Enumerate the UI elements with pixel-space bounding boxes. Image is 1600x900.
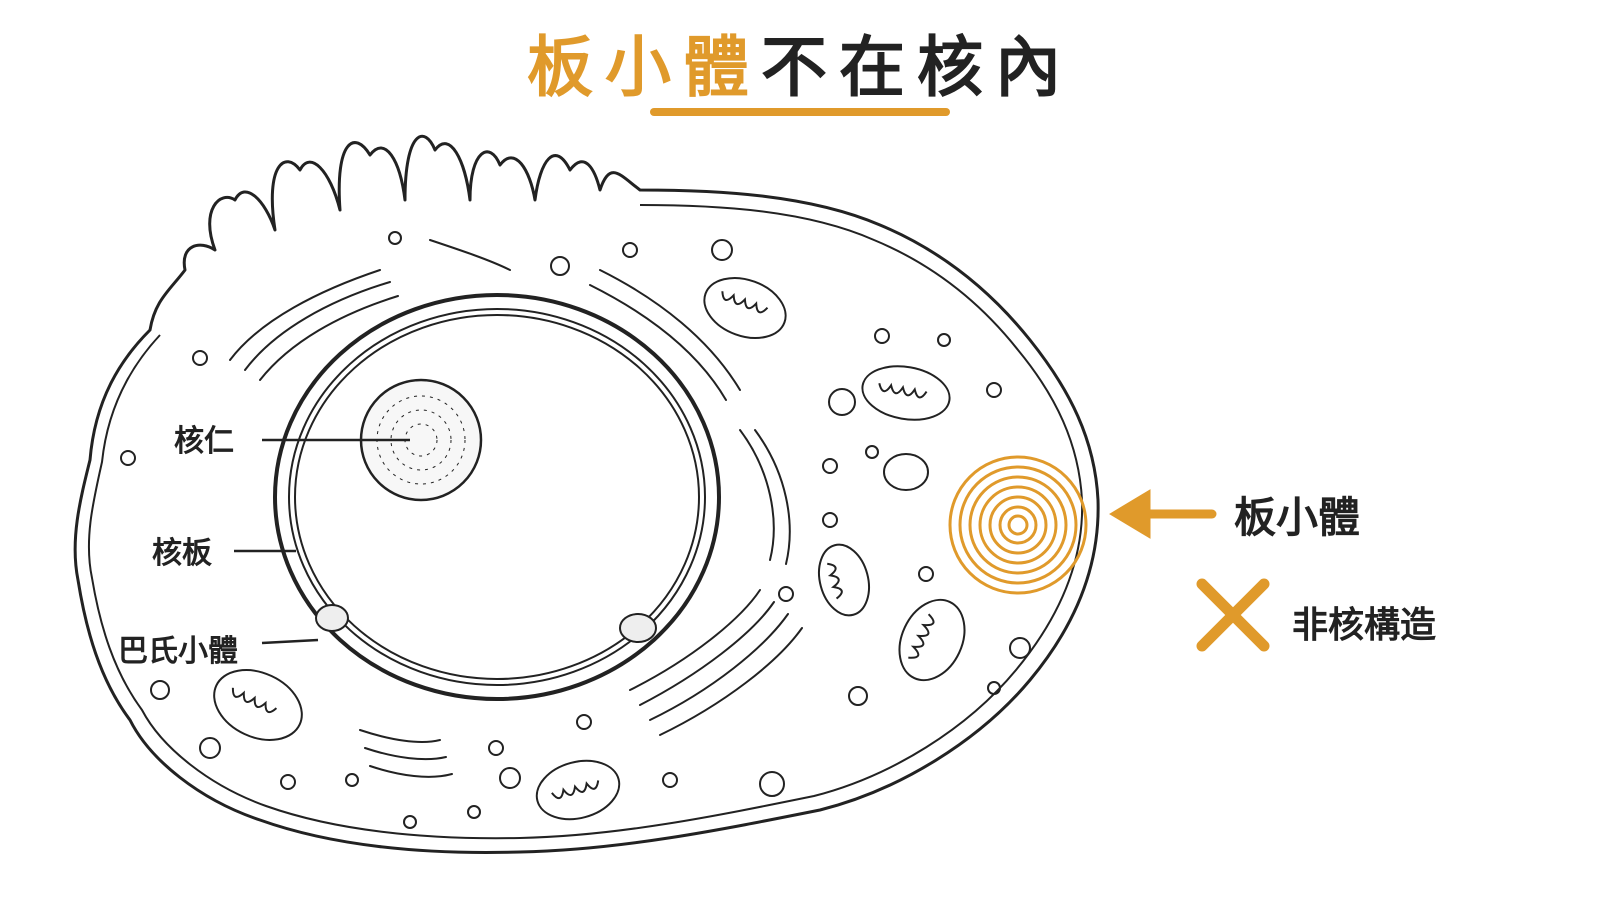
endoplasmic-reticulum xyxy=(229,239,803,778)
platelet-rings xyxy=(948,455,1088,595)
barr-body-shapes xyxy=(315,604,657,643)
page-title: 板小體不在核內 xyxy=(0,14,1600,110)
nuclear-envelope xyxy=(273,293,721,701)
title-underline xyxy=(650,108,950,116)
label-non-nuclear: 非核構造 xyxy=(1292,605,1437,646)
mitochondria xyxy=(213,277,966,821)
label-barr-body: 巴氏小體 xyxy=(118,634,238,669)
vesicles xyxy=(120,231,1031,829)
label-nucleolus: 核仁 xyxy=(174,424,234,459)
title-accent: 板小體 xyxy=(527,29,761,106)
label-nuclear-plate: 核板 xyxy=(152,536,212,571)
leader-lines xyxy=(234,438,410,645)
cell-membrane xyxy=(73,134,1100,855)
label-platelet: 板小體 xyxy=(1234,493,1361,542)
x-mark-icon xyxy=(1196,578,1270,652)
nucleolus-shape xyxy=(359,378,483,502)
arrow-left-icon xyxy=(1109,489,1217,539)
title-rest: 不在核內 xyxy=(761,29,1073,106)
